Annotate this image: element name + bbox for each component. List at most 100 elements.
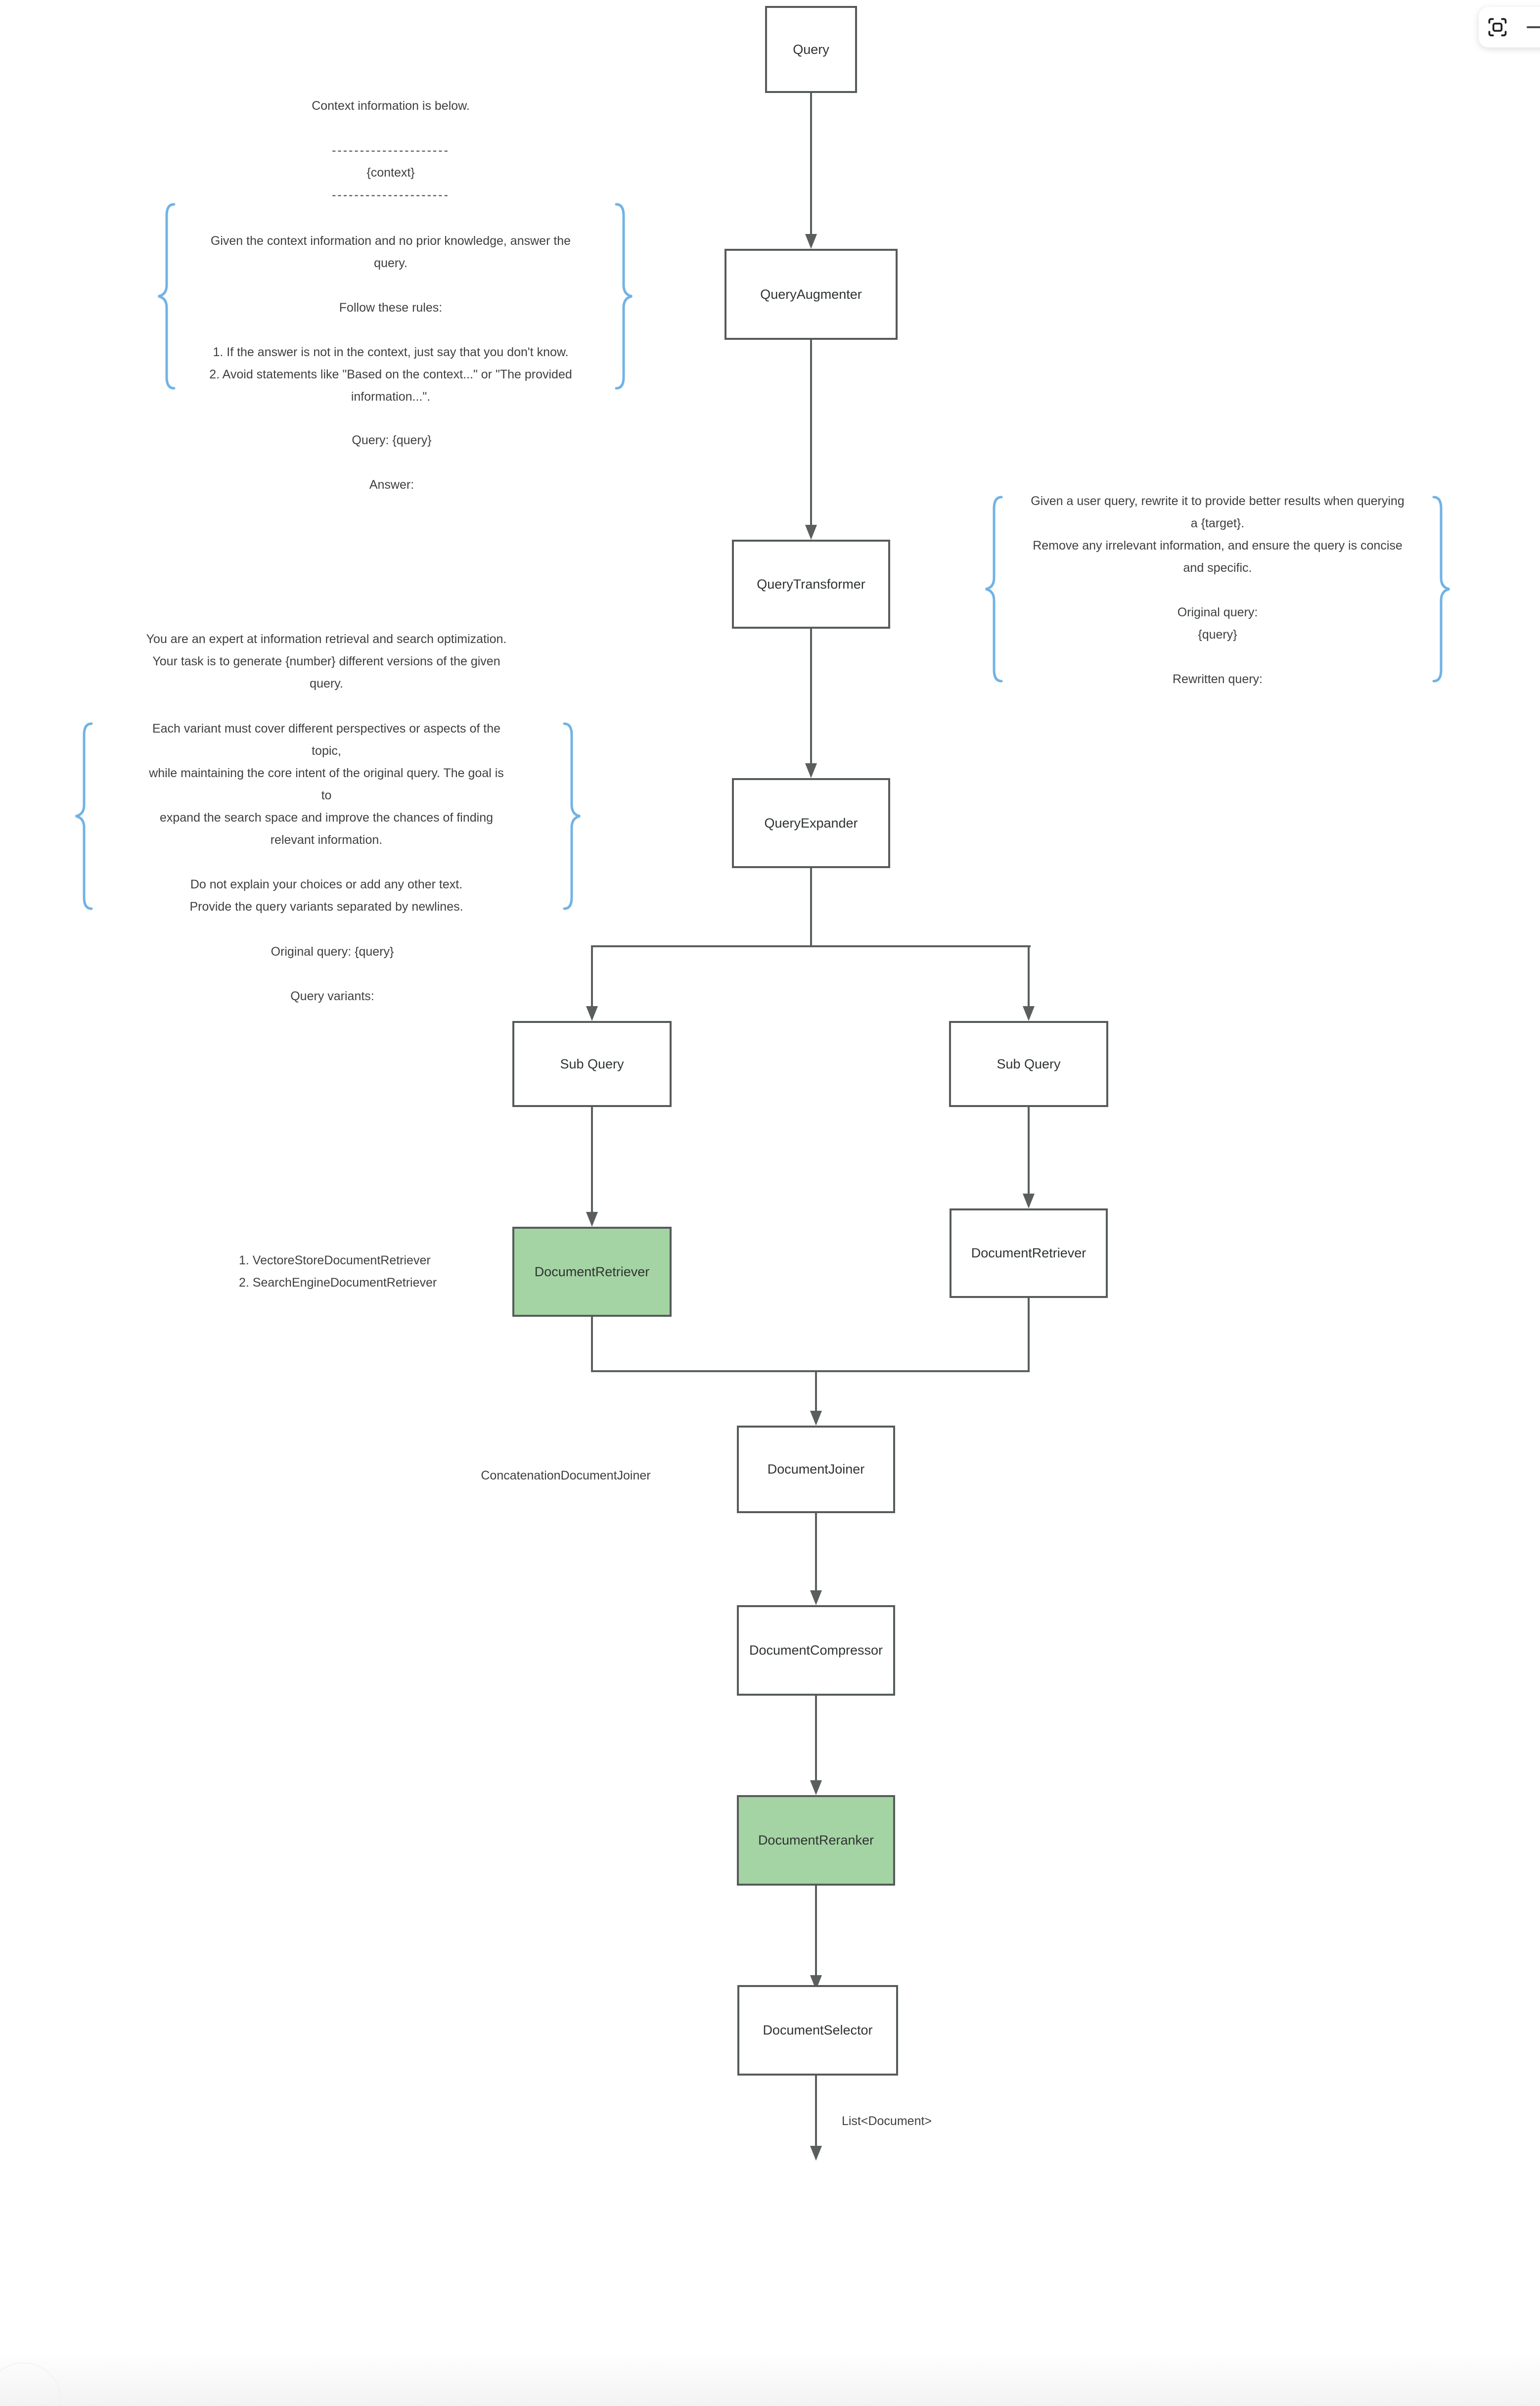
augmenter-prompt-footer: Query: {query} Answer:: [144, 429, 639, 496]
arrowhead-retriever-left: [586, 1212, 598, 1227]
annotation-line: 1. VectoreStoreDocumentRetriever: [239, 1253, 431, 1267]
brace-right-icon: [1432, 496, 1450, 683]
expander-prompt-intro: You are an expert at information retriev…: [79, 628, 574, 695]
arrowhead-subquery-left: [586, 1006, 598, 1021]
annotation-line: ---------------------: [332, 188, 450, 202]
edge-merge-stem: [815, 1372, 817, 1411]
edge-subquery-right-to-retriever: [1028, 1107, 1030, 1194]
annotation-line: query.: [310, 677, 343, 691]
annotation-line: Original query:: [1177, 605, 1258, 619]
annotation-line: relevant information.: [270, 833, 383, 847]
node-document-selector[interactable]: DocumentSelector: [737, 1985, 898, 2076]
edge-branch-horizontal: [591, 945, 1031, 947]
brace-left-icon: [985, 496, 1003, 683]
node-document-reranker[interactable]: DocumentReranker: [737, 1795, 895, 1886]
annotation-line: Query variants:: [290, 989, 374, 1003]
joiner-implementation-label: ConcatenationDocumentJoiner: [467, 1465, 665, 1487]
annotation-line: Context information is below.: [312, 99, 470, 113]
arrowhead-reranker: [810, 1780, 822, 1795]
edge-subquery-left-to-retriever: [591, 1107, 593, 1212]
transformer-prompt: Given a user query, rewrite it to provid…: [995, 490, 1440, 691]
scan-icon: [1488, 18, 1507, 37]
node-query[interactable]: Query: [765, 6, 857, 93]
arrowhead-subquery-right: [1023, 1006, 1035, 1021]
annotation-line: You are an expert at information retriev…: [146, 632, 507, 646]
edge-reranker-to-selector: [815, 1886, 817, 1975]
brace-right-icon: [563, 722, 581, 910]
annotation-line: Your task is to generate {number} differ…: [152, 654, 500, 668]
annotation-line: Given a user query, rewrite it to provid…: [1031, 494, 1404, 508]
fit-view-button[interactable]: [1487, 16, 1508, 38]
edge-merge-left: [591, 1317, 593, 1372]
edge-merge-horizontal: [591, 1370, 1030, 1372]
annotation-line: Original query: {query}: [271, 945, 394, 959]
output-type-label: List<Document>: [825, 2110, 949, 2132]
node-document-retriever-left[interactable]: DocumentRetriever: [512, 1227, 672, 1317]
brace-left-icon: [158, 203, 176, 390]
annotation-line: ---------------------: [332, 143, 450, 157]
output-type-text: List<Document>: [841, 2114, 932, 2128]
annotation-line: Query: {query}: [352, 433, 432, 447]
retriever-options-list: 1. VectoreStoreDocumentRetriever 2. Searc…: [239, 1249, 536, 1294]
node-query-augmenter[interactable]: QueryAugmenter: [725, 249, 898, 340]
bottom-fade: [0, 2352, 1540, 2406]
edge-branch-right: [1028, 947, 1030, 1006]
edge-query-to-augmenter: [810, 93, 812, 234]
annotation-line: Provide the query variants separated by …: [189, 900, 463, 914]
annotation-line: Answer:: [369, 478, 414, 492]
annotation-line: 1. If the answer is not in the context, …: [213, 345, 569, 359]
canvas-controls: [1479, 7, 1540, 47]
annotation-line: expand the search space and improve the …: [159, 811, 494, 825]
brace-left-icon: [75, 722, 93, 910]
annotation-line: Given the context information and no pri…: [210, 234, 571, 248]
node-sub-query-left[interactable]: Sub Query: [512, 1021, 672, 1107]
annotation-line: 2. SearchEngineDocumentRetriever: [239, 1276, 437, 1290]
collapse-button[interactable]: [1523, 16, 1540, 38]
annotation-line: query.: [374, 256, 408, 270]
node-query-expander[interactable]: QueryExpander: [732, 778, 890, 868]
arrowhead-retriever-right: [1023, 1194, 1035, 1208]
annotation-line: Rewritten query:: [1172, 672, 1263, 686]
annotation-line: [144, 452, 639, 474]
edge-compressor-to-reranker: [815, 1696, 817, 1780]
augmenter-prompt-rules: Given the context information and no pri…: [168, 230, 613, 408]
annotation-line: {query}: [1198, 628, 1237, 642]
arrowhead-transformer: [805, 525, 817, 540]
expander-prompt-rules: Each variant must cover different perspe…: [104, 718, 549, 918]
annotation-line: and specific.: [1183, 561, 1252, 575]
annotation-line: Remove any irrelevant information, and e…: [1033, 539, 1403, 553]
annotation-line: 2. Avoid statements like "Based on the c…: [209, 368, 572, 381]
annotation-line: [168, 319, 613, 341]
joiner-implementation-text: ConcatenationDocumentJoiner: [481, 1469, 651, 1482]
edge-transformer-to-expander: [810, 629, 812, 763]
node-document-joiner[interactable]: DocumentJoiner: [737, 1426, 895, 1513]
annotation-line: [85, 963, 580, 985]
annotation-line: a {target}.: [1190, 516, 1245, 530]
annotation-line: [995, 579, 1440, 602]
annotation-line: [104, 851, 549, 874]
annotation-line: [143, 117, 638, 139]
edge-branch-left: [591, 947, 593, 1006]
edge-augmenter-to-transformer: [810, 340, 812, 525]
node-document-compressor[interactable]: DocumentCompressor: [737, 1605, 895, 1696]
annotation-line: Follow these rules:: [339, 301, 443, 315]
edge-joiner-to-compressor: [815, 1513, 817, 1590]
edge-expander-stem: [810, 868, 812, 947]
edge-selector-to-output: [815, 2076, 817, 2146]
annotation-line: Each variant must cover different perspe…: [152, 722, 501, 736]
annotation-line: [168, 275, 613, 297]
node-document-retriever-right[interactable]: DocumentRetriever: [950, 1208, 1108, 1298]
annotation-line: to: [321, 788, 332, 802]
node-query-transformer[interactable]: QueryTransformer: [732, 540, 890, 629]
arrowhead-output: [810, 2146, 822, 2161]
node-sub-query-right[interactable]: Sub Query: [949, 1021, 1108, 1107]
annotation-line: information...".: [351, 390, 431, 404]
minus-icon: [1527, 26, 1540, 28]
annotation-line: [995, 646, 1440, 668]
annotation-line: while maintaining the core intent of the…: [149, 766, 504, 780]
annotation-line: topic,: [312, 744, 341, 758]
arrowhead-expander: [805, 763, 817, 778]
arrowhead-joiner: [810, 1411, 822, 1426]
arrowhead-compressor: [810, 1590, 822, 1605]
